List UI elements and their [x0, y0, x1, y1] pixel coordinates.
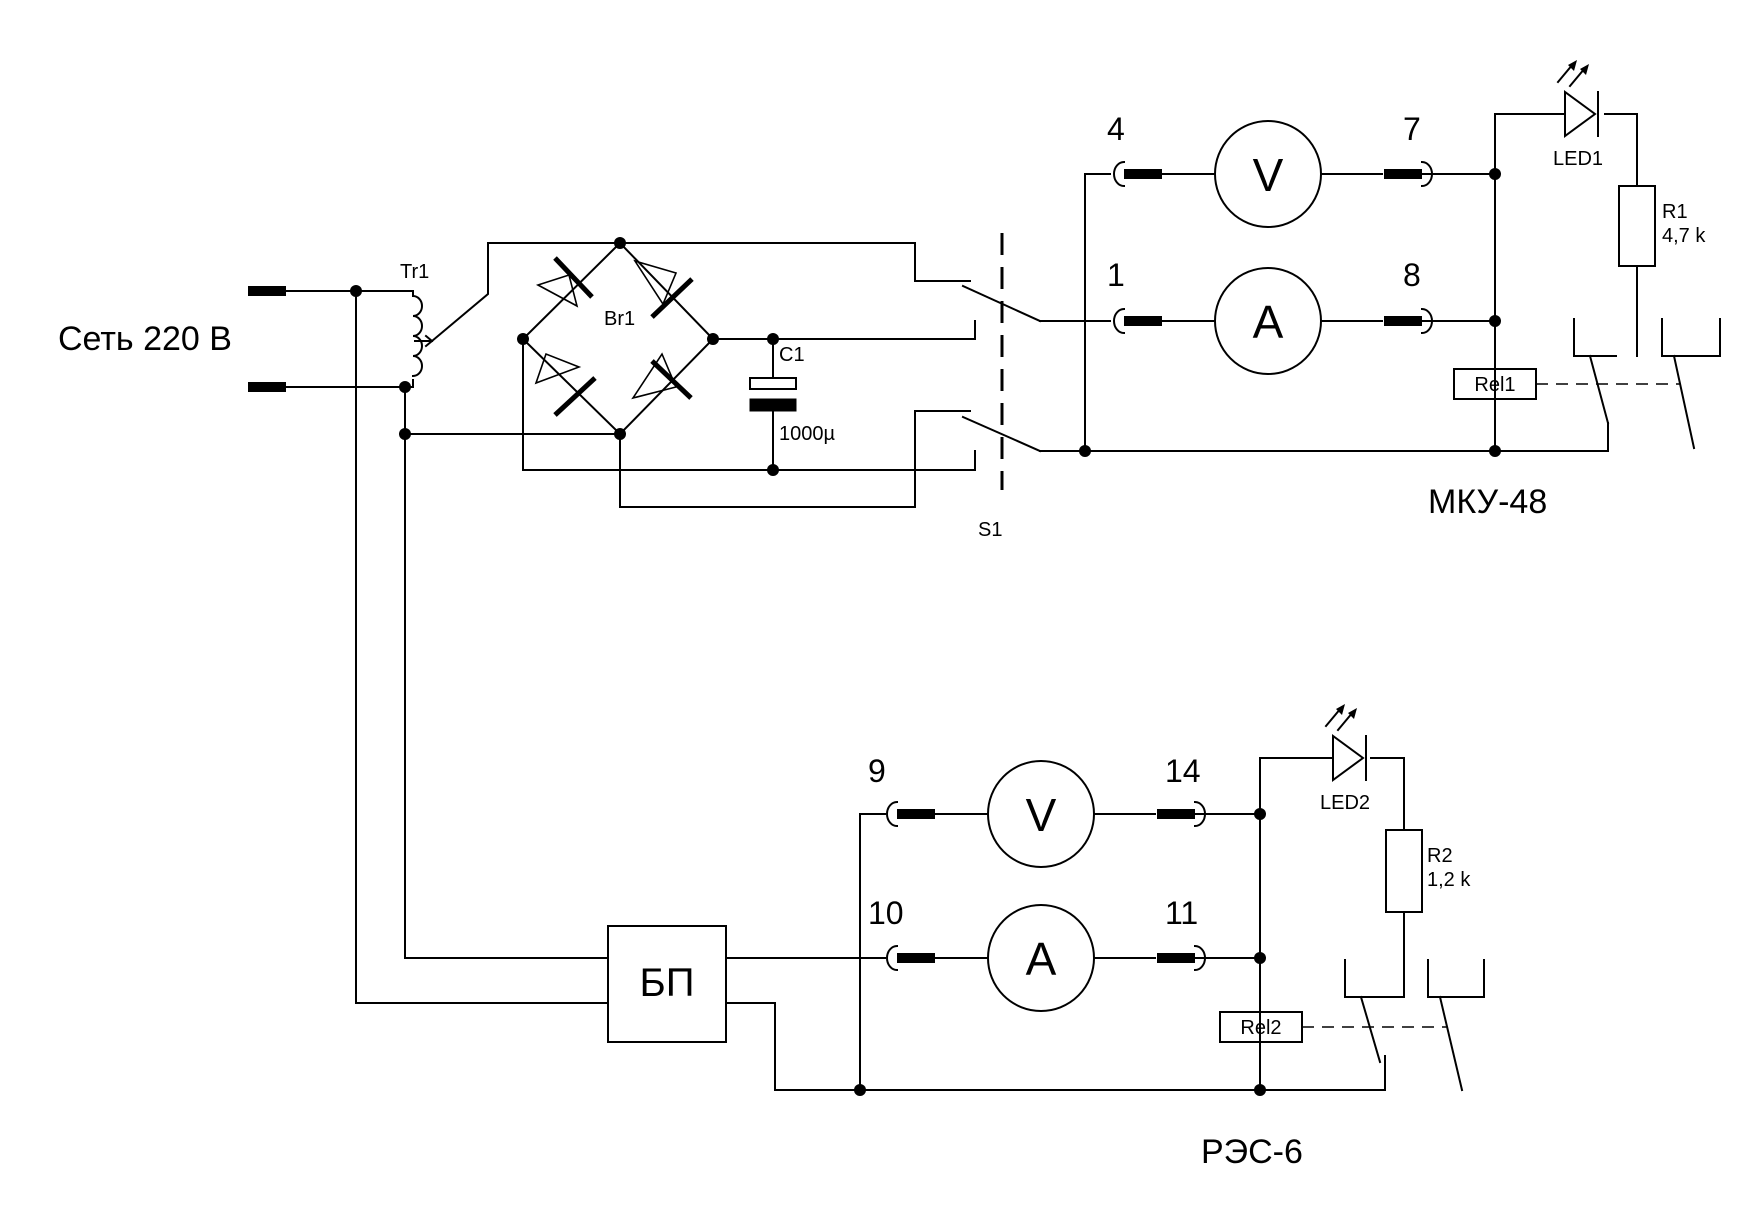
power-supply: БП	[607, 925, 727, 1043]
r2-label: R2	[1427, 845, 1453, 867]
mains-wiring	[285, 290, 621, 1004]
mains-plug-pin-bottom	[248, 382, 286, 392]
switch-s1: S1	[961, 233, 1042, 541]
mains-plug-pin-top	[248, 286, 286, 296]
jack-4	[1113, 160, 1162, 188]
resistor-r1: R1 4,7 k	[1618, 185, 1706, 267]
capacitor-c1: C1 1000µ	[749, 344, 835, 445]
terminal-10-label: 10	[868, 895, 904, 931]
terminal-9-label: 9	[868, 753, 886, 789]
led1: LED1	[1553, 60, 1603, 170]
jack-7	[1384, 160, 1433, 188]
lower-voltmeter-symbol: V	[1026, 789, 1057, 841]
transformer-tr1: Tr1	[400, 242, 489, 378]
lower-module: 9 14 10 11 V A LED2 R2 1,2 k	[725, 704, 1485, 1171]
upper-module: 4 7 1 8 V A LED1 R1 4,7 k	[1039, 60, 1721, 521]
upper-ammeter-symbol: A	[1253, 296, 1284, 348]
r1-value: 4,7 k	[1662, 225, 1706, 247]
rel2-label: Rel2	[1240, 1017, 1281, 1039]
r1-label: R1	[1662, 201, 1688, 223]
terminal-7-label: 7	[1403, 111, 1421, 147]
jack-14	[1157, 800, 1206, 828]
capacitor-label: C1	[779, 344, 805, 366]
mains-input: Сеть 220 В	[58, 286, 286, 392]
jack-8	[1384, 307, 1433, 335]
upper-voltmeter: V	[1214, 120, 1322, 228]
jack-1	[1113, 307, 1162, 335]
resistor-r2: R2 1,2 k	[1385, 829, 1471, 913]
upper-module-title: МКУ-48	[1428, 483, 1547, 521]
terminal-1-label: 1	[1107, 257, 1125, 293]
terminal-4-label: 4	[1107, 111, 1125, 147]
led2-label: LED2	[1320, 792, 1370, 814]
relay-rel1: Rel1	[1453, 318, 1721, 450]
led1-label: LED1	[1553, 148, 1603, 170]
relay-rel2: Rel2	[1219, 959, 1485, 1092]
terminal-14-label: 14	[1165, 753, 1201, 789]
jack-9	[886, 800, 935, 828]
r2-value: 1,2 k	[1427, 869, 1471, 891]
mains-label: Сеть 220 В	[58, 320, 232, 358]
terminal-11-label: 11	[1165, 895, 1198, 931]
lower-module-title: РЭС-6	[1201, 1133, 1303, 1171]
terminal-8-label: 8	[1403, 257, 1421, 293]
led2: LED2	[1320, 704, 1370, 814]
rectifier-output	[522, 320, 976, 508]
lower-voltmeter: V	[987, 760, 1095, 868]
jack-11	[1157, 944, 1206, 972]
bridge-label: Br1	[604, 308, 635, 330]
transformer-label: Tr1	[400, 261, 429, 283]
jack-10	[886, 944, 935, 972]
power-supply-label: БП	[640, 961, 695, 1005]
lower-ammeter-symbol: A	[1026, 933, 1057, 985]
rel1-label: Rel1	[1474, 374, 1515, 396]
switch-label: S1	[978, 519, 1002, 541]
upper-ammeter: A	[1214, 267, 1322, 375]
lower-ammeter: A	[987, 904, 1095, 1012]
upper-voltmeter-symbol: V	[1253, 149, 1284, 201]
junction-dots	[350, 237, 779, 476]
capacitor-value: 1000µ	[779, 423, 835, 445]
